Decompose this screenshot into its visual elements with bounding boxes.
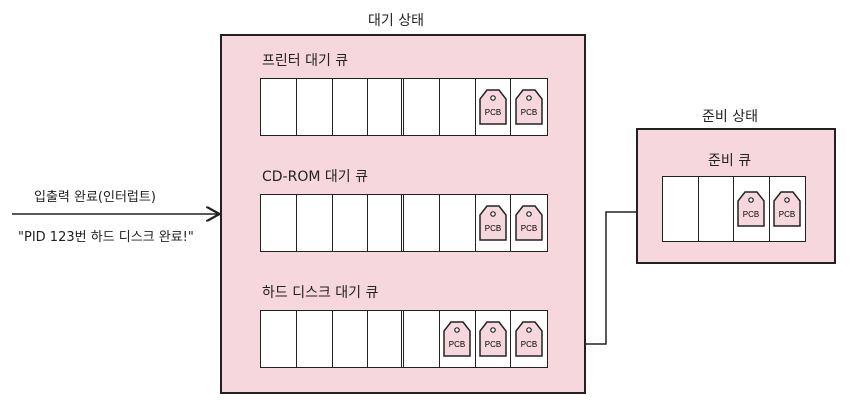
interrupt-label: 입출력 완료(인터럽트)	[34, 190, 156, 205]
queue-slot	[404, 311, 440, 367]
queue-slot	[296, 79, 333, 135]
pcb-label: PCB	[521, 340, 537, 349]
pcb-tag-icon: PCB	[773, 191, 801, 227]
queue-slot	[368, 311, 405, 367]
queue-slot	[332, 79, 369, 135]
queue-slot	[368, 195, 405, 251]
pcb-tag-icon: PCB	[737, 191, 765, 227]
queue-slot: PCB	[734, 177, 770, 241]
queue-slot: PCB	[511, 195, 547, 251]
pcb-tag-icon: PCB	[479, 205, 507, 241]
queue-slot	[368, 79, 405, 135]
queue-slot	[439, 79, 476, 135]
queue-slot	[439, 195, 476, 251]
pcb-label: PCB	[779, 210, 795, 219]
ready-state-title: 준비 상태	[702, 109, 758, 125]
queue-slot	[404, 79, 440, 135]
queue-slot: PCB	[475, 195, 512, 251]
queue-slot: PCB	[475, 79, 512, 135]
harddisk-queue-title: 하드 디스크 대기 큐	[262, 285, 379, 301]
ready-queue: PCB PCB	[662, 176, 806, 242]
queue-slot	[261, 311, 297, 367]
pcb-label: PCB	[521, 108, 537, 117]
printer-queue-title: 프린터 대기 큐	[262, 53, 349, 69]
queue-slot	[332, 195, 369, 251]
pcb-label: PCB	[485, 340, 501, 349]
queue-slot: PCB	[769, 177, 805, 241]
pcb-tag-icon: PCB	[479, 321, 507, 357]
pcb-label: PCB	[743, 210, 759, 219]
queue-slot	[296, 195, 333, 251]
pcb-tag-icon: PCB	[515, 205, 543, 241]
queue-slot	[261, 195, 297, 251]
queue-slot: PCB	[511, 311, 547, 367]
pcb-label: PCB	[485, 224, 501, 233]
queue-slot: PCB	[475, 311, 512, 367]
interrupt-message: "PID 123번 하드 디스크 완료!"	[18, 230, 194, 245]
pcb-tag-icon: PCB	[515, 89, 543, 125]
cdrom-queue: PCB PCB	[260, 194, 548, 252]
pcb-label: PCB	[485, 108, 501, 117]
cdrom-queue-title: CD-ROM 대기 큐	[262, 169, 368, 185]
queue-slot	[261, 79, 297, 135]
queue-slot	[663, 177, 699, 241]
queue-slot: PCB	[511, 79, 547, 135]
queue-slot: PCB	[439, 311, 476, 367]
pcb-label: PCB	[521, 224, 537, 233]
pcb-tag-icon: PCB	[479, 89, 507, 125]
queue-slot	[332, 311, 369, 367]
harddisk-queue: PCB PCB PCB	[260, 310, 548, 368]
queue-slot	[296, 311, 333, 367]
wait-state-title: 대기 상태	[368, 13, 424, 29]
printer-queue: PCB PCB	[260, 78, 548, 136]
queue-slot	[698, 177, 734, 241]
ready-queue-title: 준비 큐	[708, 153, 752, 169]
pcb-tag-icon: PCB	[443, 321, 471, 357]
pcb-tag-icon: PCB	[515, 321, 543, 357]
pcb-label: PCB	[449, 340, 465, 349]
queue-slot	[404, 195, 440, 251]
